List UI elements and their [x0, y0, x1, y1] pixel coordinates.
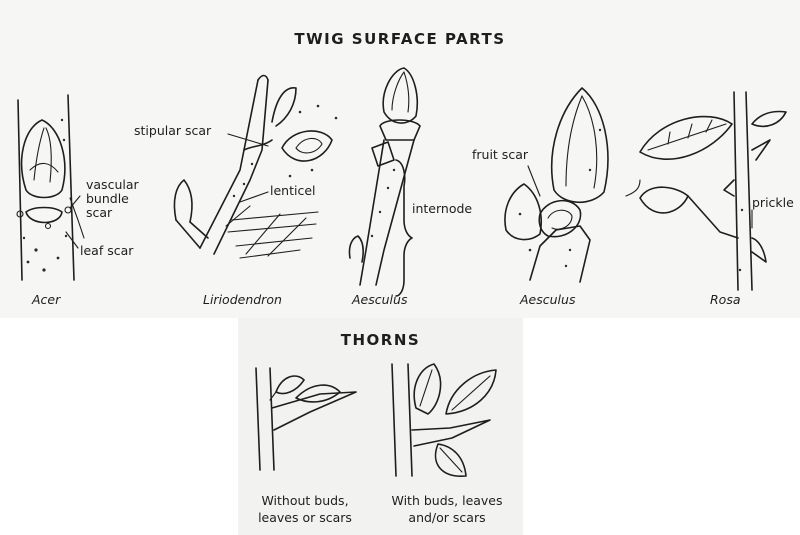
leader-lines — [65, 133, 753, 249]
thorn-caption-without-buds: Without buds, leaves or scars — [258, 493, 352, 525]
caption-rosa: Rosa — [710, 292, 741, 307]
caption-aesculus-2: Aesculus — [520, 292, 576, 307]
label-fruit-scar: fruit scar — [472, 147, 528, 162]
label-leaf-scar: leaf scar — [80, 243, 134, 258]
aesculus-twig-drawing — [348, 67, 421, 297]
main-title: TWIG SURFACE PARTS — [294, 30, 506, 48]
caption-liriodendron: Liriodendron — [203, 292, 282, 307]
aesculus-fruit-scar-drawing — [504, 87, 609, 283]
thorn-with-buds-drawing — [391, 363, 497, 477]
caption-acer: Acer — [32, 292, 61, 307]
liriodendron-twig-drawing — [173, 74, 338, 259]
thorns-title: THORNS — [340, 331, 421, 349]
label-vascular-bundle-scar: vascular bundle scar — [86, 177, 139, 220]
acer-twig-drawing — [16, 94, 85, 281]
label-prickle: prickle — [752, 195, 794, 210]
thorn-without-buds-drawing — [255, 367, 357, 471]
label-stipular-scar: stipular scar — [134, 123, 212, 138]
caption-aesculus-1: Aesculus — [352, 292, 408, 307]
label-lenticel: lenticel — [270, 183, 316, 198]
label-internode: internode — [412, 201, 473, 216]
thorn-caption-with-buds: With buds, leaves and/or scars — [391, 493, 503, 525]
rosa-twig-drawing — [625, 91, 787, 291]
